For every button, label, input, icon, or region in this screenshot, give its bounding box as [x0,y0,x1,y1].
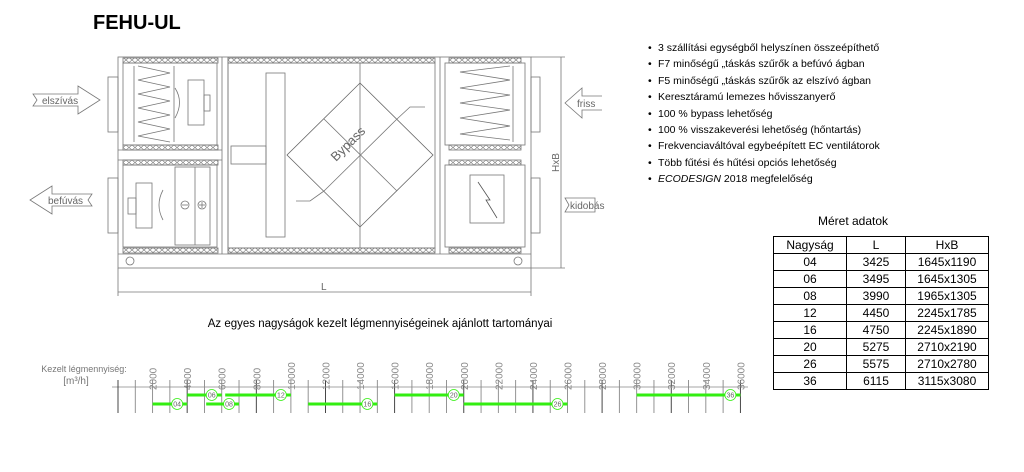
fresh-air-module [444,62,526,146]
tick-label: 18000 [425,362,436,390]
table-cell: 2710x2780 [905,355,989,373]
ecodesign-text: 2018 megfelelőség [721,173,813,186]
range-label: 20 [450,393,458,400]
filter-icon [459,65,511,141]
range-label-circle [223,398,235,410]
elszivas-label: elszívás [42,96,78,107]
foot-circle [513,256,523,266]
table-cell: 1645x1190 [905,253,989,271]
range-label: 26 [554,402,562,409]
table-cell: 3990 [846,287,906,305]
size-table-title: Méret adatok [818,214,889,228]
feature-item: 100 % bypass lehetőség [648,106,880,122]
lightning-icon [477,181,498,219]
feature-item-ecodesign: ECODESIGN 2018 megfelelőség [648,171,880,187]
y-label: Kezelt légmennyiség: [41,364,127,374]
tick-label: 22000 [494,362,505,390]
unit-frame [117,56,532,269]
tick-label: 26000 [564,362,575,390]
feature-item: Több fűtési és hűtési opciós lehetőség [648,155,880,171]
table-cell: 36 [773,372,847,390]
range-label: 06 [208,393,216,400]
range-label-circle [447,389,460,401]
kidobas-label: kidobás [570,201,604,212]
cooling-coil-icon [180,200,190,210]
range-label-circle [551,398,564,410]
table-cell: 5275 [846,338,906,356]
range-label-circle [724,389,737,401]
tick-label: 6000 [218,367,229,390]
feature-item: F5 minőségű „táskás szűrők az elszívó ág… [648,73,880,89]
tick-label: 4000 [183,367,194,390]
page-title: FEHU-UL [93,12,181,34]
exhaust-out-arrow [564,197,596,213]
befuvas-label: befúvás [48,196,83,207]
foot-circle [125,256,135,266]
exhaust-module [122,62,218,146]
range-label: 16 [363,402,371,409]
supply-module [122,164,218,248]
height-label: HxB [551,153,562,172]
table-header-row: Nagyság L HxB [773,236,989,254]
table-cell: 20 [773,338,847,356]
tick-label: 8000 [252,367,263,390]
tick-label: 10000 [287,362,298,390]
tick-label: 12000 [321,362,332,390]
feature-item: F7 minőségű „táskás szűrők a befúvó ágba… [648,56,880,72]
exhaust-out-module [444,164,526,248]
heat-exchanger [286,82,434,228]
feature-list: 3 szállítási egységből helyszínen összeé… [648,40,880,188]
ecodesign-label: ECODESIGN [658,173,722,186]
range-label-circle [205,389,218,401]
tick-label: 30000 [633,362,644,390]
tick-label: 24000 [529,362,540,390]
electric-box-icon [469,174,505,224]
length-label: L [321,282,327,293]
feature-item: 100 % visszakeverési lehetőség (hőntartá… [648,122,880,138]
range-label: 04 [173,402,181,409]
friss-label: friss [577,99,595,110]
feature-item: Frekvenciaváltóval egybeépített EC venti… [648,138,880,154]
tick-label: 2000 [149,367,160,390]
col-header: Nagyság [773,236,847,254]
range-label-circle [171,398,184,410]
tick-label: 34000 [702,362,713,390]
exhaust-intake-arrow [32,85,101,115]
tick-label: 36000 [736,362,747,390]
feature-item: 3 szállítási egységből helyszínen összeé… [648,40,880,56]
tick-label: 16000 [391,362,402,390]
range-label: 08 [225,402,233,409]
range-label: 36 [727,393,735,400]
tick-label: 14000 [356,362,367,390]
fresh-air-arrow [564,87,602,119]
tick-label: 20000 [460,362,471,390]
range-label: 12 [277,393,285,400]
range-label-circle [274,389,287,401]
table-cell: 3115x3080 [905,372,989,390]
filter-icon [137,65,171,143]
tick-label: 28000 [598,362,609,390]
feature-item: Keresztáramú lemezes hővisszanyerő [648,89,880,105]
heating-coil-icon [197,200,207,210]
table-cell: 2710x2190 [905,338,989,356]
supply-arrow [29,185,93,215]
chart-title: Az egyes nagyságok kezelt légmennyiségei… [207,318,553,330]
unit-label: [m³/h] [63,376,89,387]
table-cell: 6115 [846,372,906,390]
tick-label: 32000 [667,362,678,390]
range-label-circle [361,398,374,410]
